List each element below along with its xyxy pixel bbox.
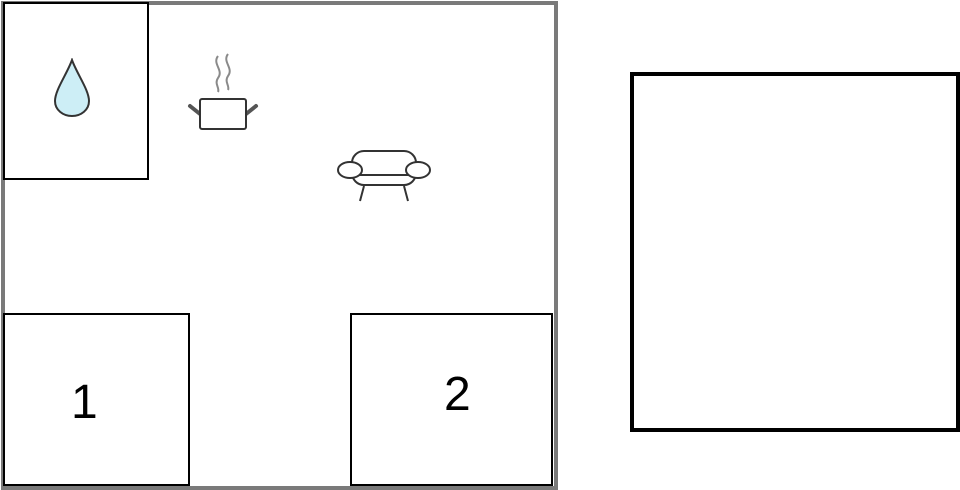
- water-drop-icon: [53, 58, 91, 118]
- room-1: 1: [3, 313, 190, 486]
- room-2-label: 2: [444, 368, 471, 421]
- room-1-label: 1: [71, 376, 98, 429]
- separate-room: [630, 72, 960, 432]
- cooking-pot-icon: [188, 53, 258, 130]
- bathroom: [3, 2, 149, 180]
- sofa-icon: [337, 150, 431, 202]
- room-2: 2: [350, 313, 553, 486]
